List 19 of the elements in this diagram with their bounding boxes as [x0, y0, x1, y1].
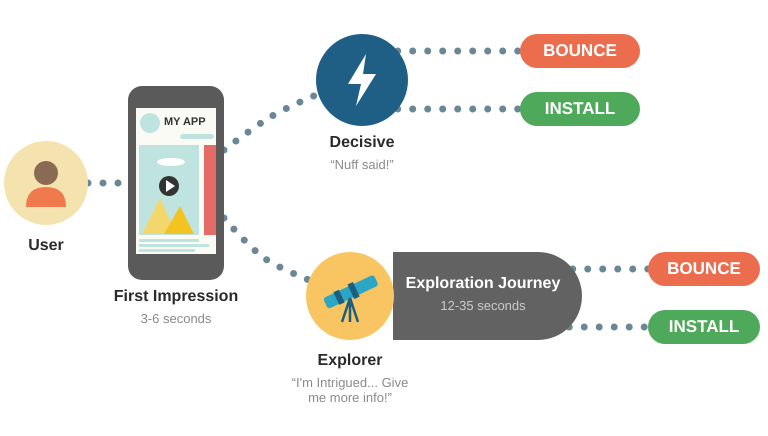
- outcome-tag: [520, 92, 640, 126]
- persona-quote: “Nuff said!”: [329, 157, 395, 172]
- stage-duration: 3-6 seconds: [140, 311, 212, 326]
- journey-band: [393, 252, 582, 340]
- stage-duration: 12-35 seconds: [439, 298, 527, 313]
- outcome-tag: [648, 252, 760, 286]
- outcome-label: BOUNCE: [667, 259, 741, 279]
- outcome-label: INSTALL: [668, 317, 740, 337]
- outcome-label: BOUNCE: [543, 41, 617, 61]
- stage-title: Exploration Journey: [404, 275, 562, 293]
- stage-title: First Impression: [112, 288, 240, 306]
- stage-title: Explorer: [316, 352, 384, 370]
- outcome-tag: [648, 310, 760, 344]
- outcome-tag: [520, 34, 640, 68]
- app-name: MY APP: [164, 116, 206, 128]
- persona-quote: “I'm Intrigued... Give me more info!”: [290, 375, 410, 405]
- stage-title: Decisive: [328, 134, 396, 152]
- stage-title: User: [27, 237, 65, 255]
- outcome-label: INSTALL: [544, 99, 616, 119]
